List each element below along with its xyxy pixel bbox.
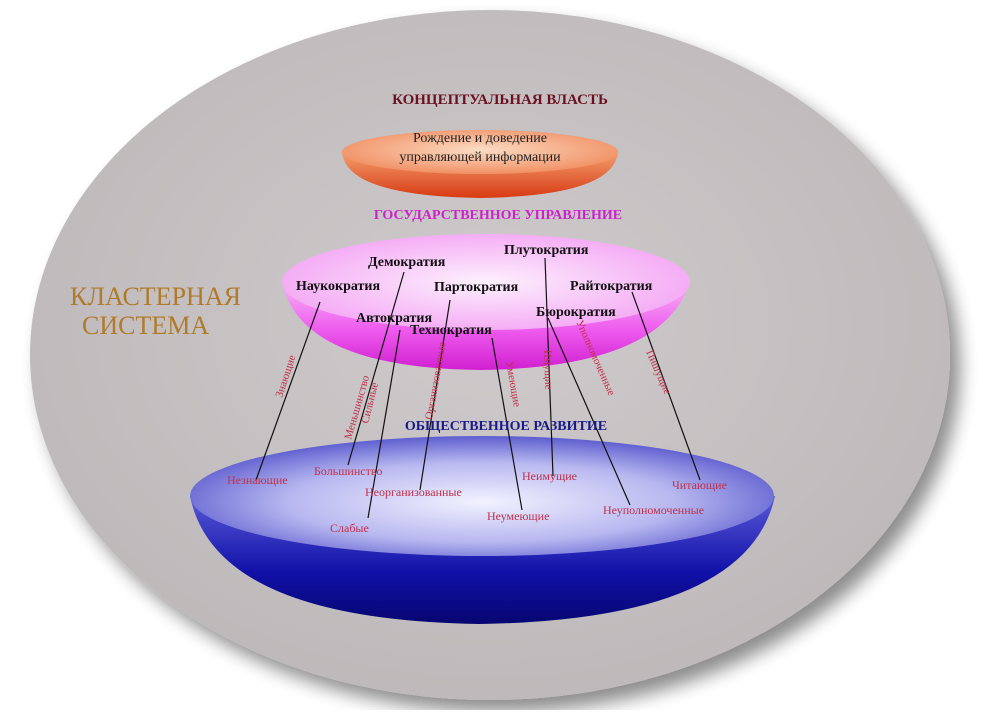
middle-disc [282,234,690,370]
cracy-partocracy: Партократия [434,280,519,295]
line-pluto [544,257,554,477]
line-nauko [255,301,321,481]
state-governance-title: ГОСУДАРСТВЕННОЕ УПРАВЛЕНИЕ [374,208,622,223]
link-label-propertied: Имущие [541,350,554,390]
top-disc [342,130,618,198]
top-disc-text-line-1: Рождение и доведение [413,131,547,146]
conceptual-power-title: КОНЦЕПТУАЛЬНАЯ ВЛАСТЬ [392,92,608,108]
link-label-unorganized: Неорганизованные [365,485,462,499]
cracy-autocracy: Автократия [356,311,432,326]
top-disc-text-line-2: управляющей информации [399,150,561,165]
line-parto [419,299,451,491]
line-demo [347,271,405,466]
cracy-writocracy: Райтократия [570,279,653,294]
link-label-propertyless: Неимущие [522,469,577,483]
line-avto [367,329,401,519]
social-development-title: ОБЩЕСТВЕННОЕ РАЗВИТИЕ [405,419,607,434]
cluster-label-line-2: СИСТЕМА [82,311,209,340]
link-label-weak: Слабые [330,521,369,535]
cracy-scientocracy: Наукократия [296,279,380,294]
cracy-technocracy: Технократия [410,323,492,338]
connector-lines [255,257,701,519]
cracy-democracy: Демократия [368,255,446,270]
link-label-unknowing: Незнающие [227,473,288,487]
bottom-disc [190,436,775,624]
link-label-unskilled: Неумеющие [487,509,549,523]
line-rayto [631,291,701,481]
cracy-plutocracy: Плутократия [504,243,589,258]
cluster-label-line-1: КЛАСТЕРНАЯ [70,282,241,311]
link-label-unempowered: Неуполномоченные [603,503,704,517]
line-buro [547,317,631,506]
line-tekhno [491,337,523,511]
cracy-bureaucracy: Бюрократия [536,305,616,320]
link-label-majority: Большинство [314,464,382,478]
link-label-reading: Читающие [672,478,727,492]
